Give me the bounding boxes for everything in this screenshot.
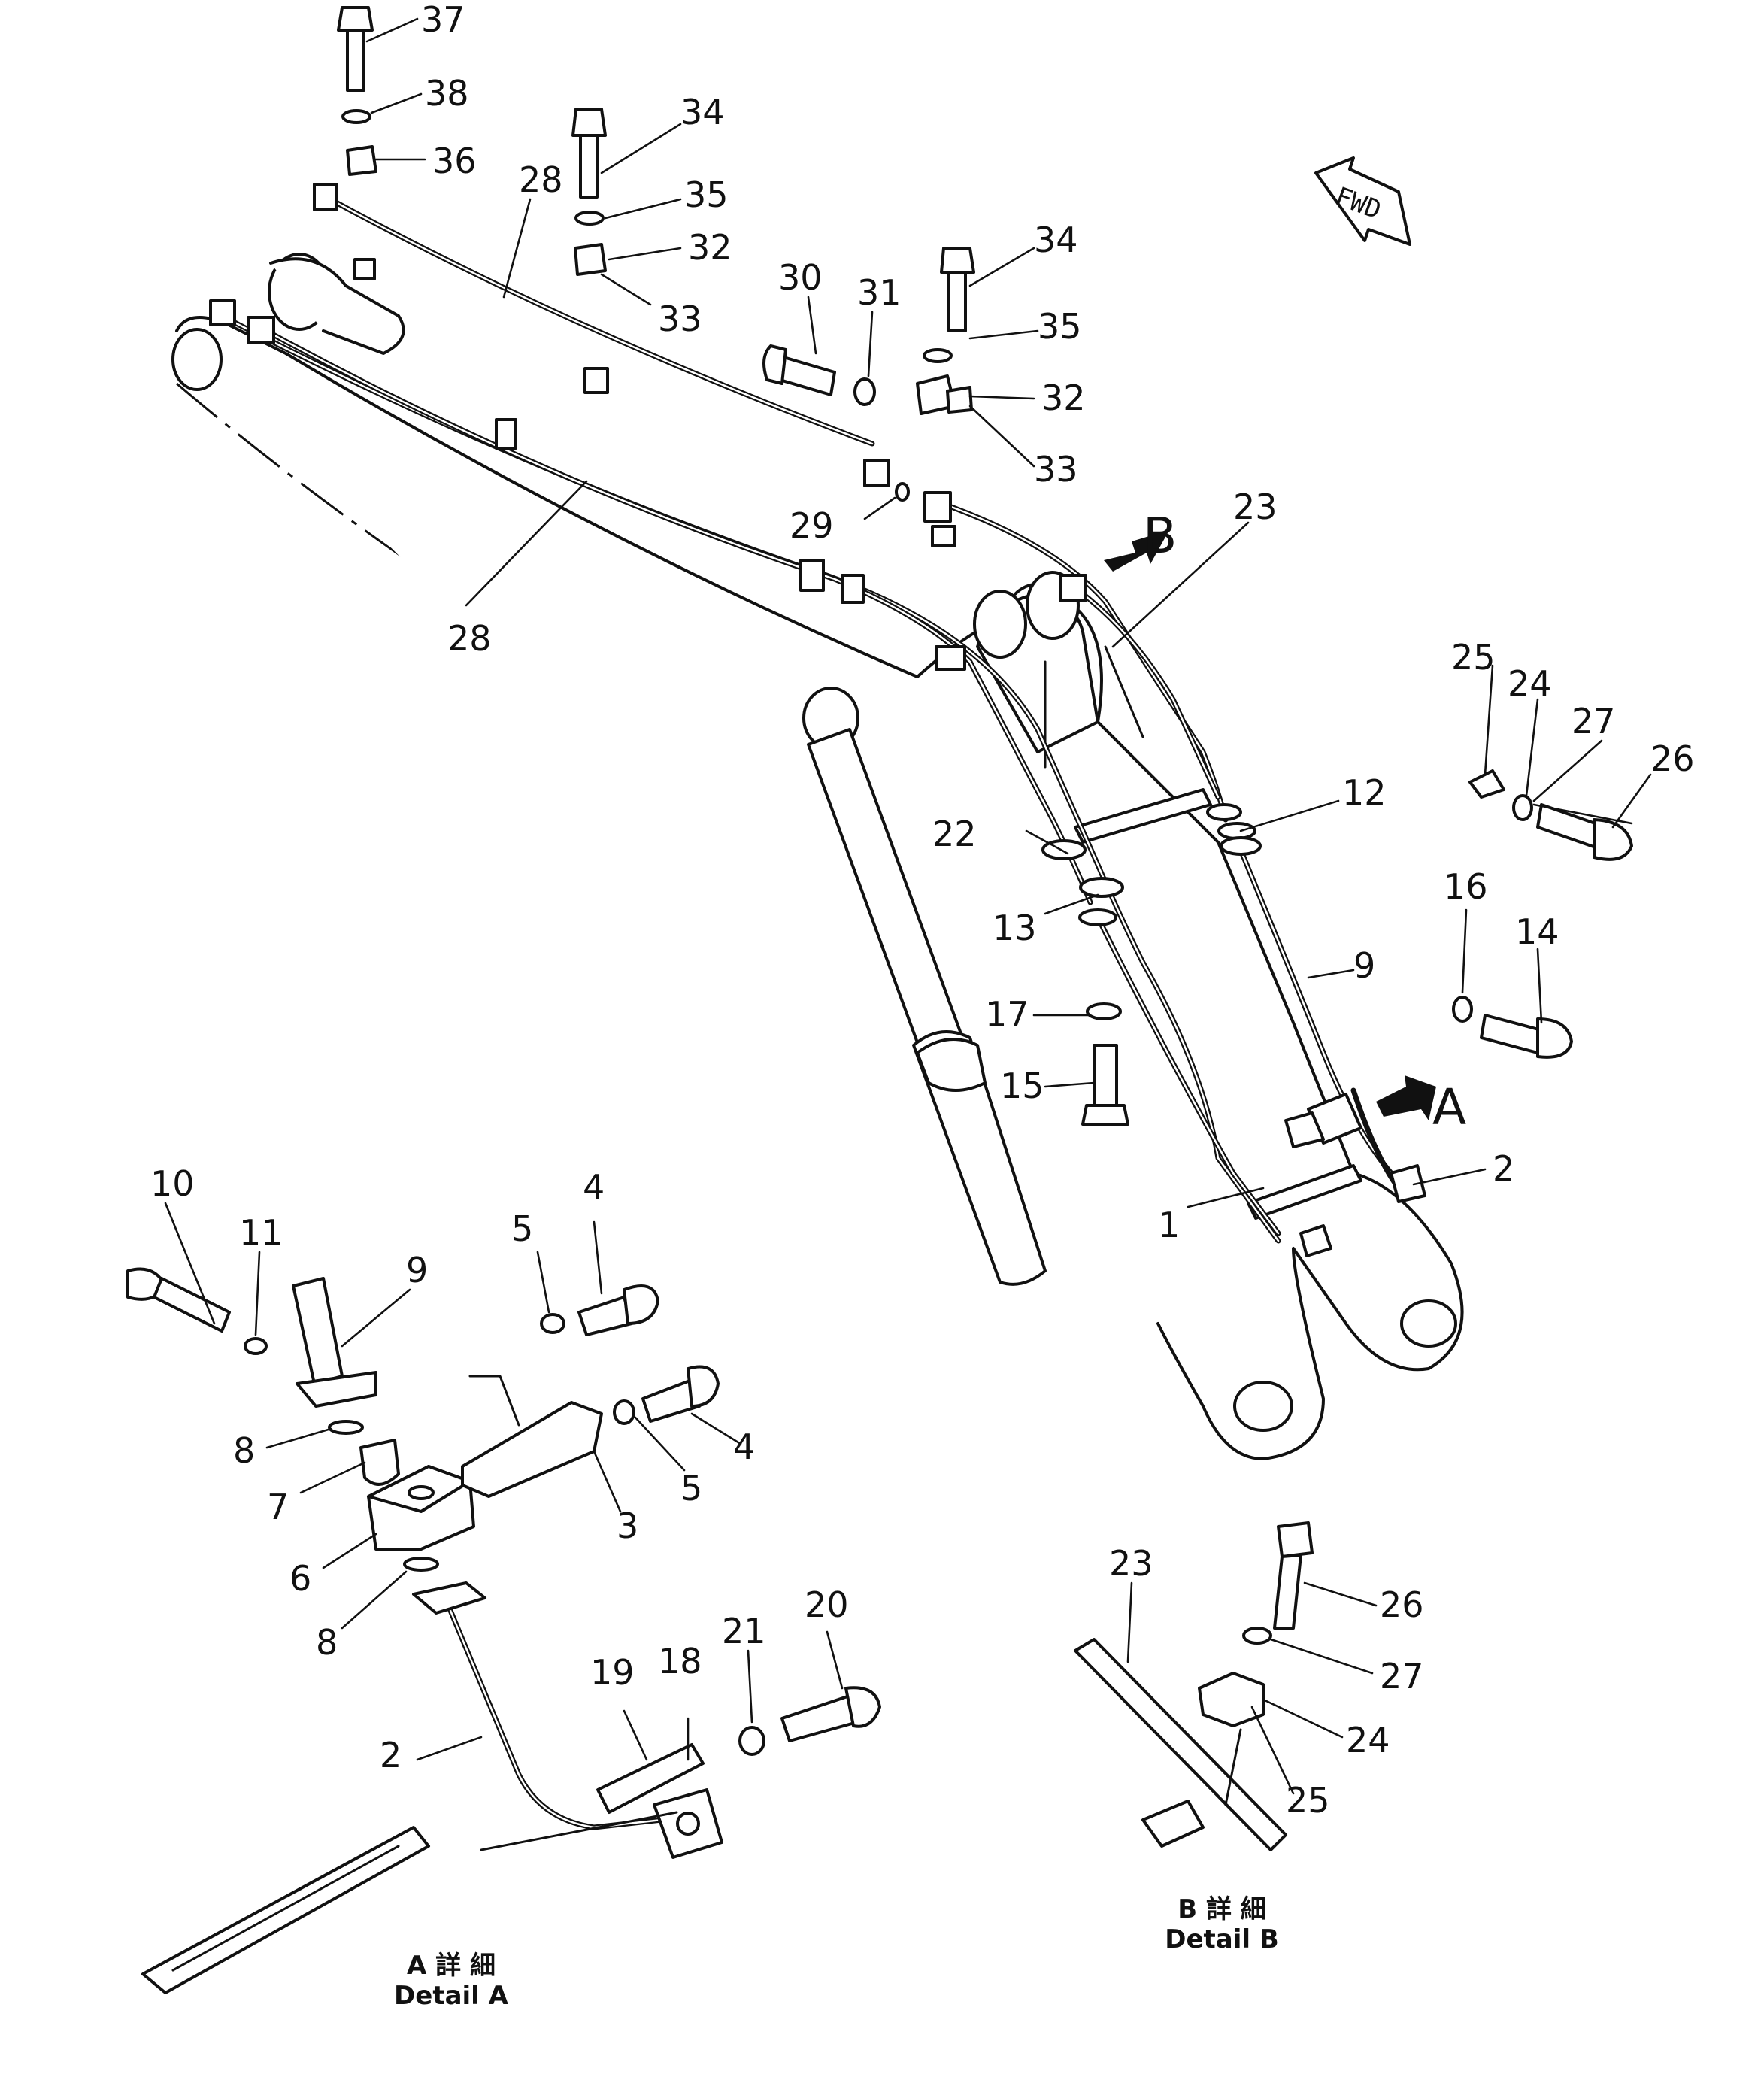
callout-17: 17	[985, 994, 1029, 1035]
detail-b-callout-26: 26	[1380, 1584, 1424, 1625]
detail-a-callout-5b: 5	[680, 1468, 702, 1508]
callout-37: 37	[421, 0, 465, 40]
callout-22: 22	[932, 814, 977, 854]
detail-a-callout-2: 2	[380, 1735, 402, 1775]
callout-29: 29	[790, 505, 834, 546]
callout-35b: 35	[1038, 306, 1082, 347]
callout-2: 2	[1493, 1148, 1514, 1189]
callout-32a: 32	[688, 227, 732, 268]
detail-a-callout-8b: 8	[316, 1622, 338, 1663]
detail-a-callout-4b: 4	[733, 1427, 755, 1467]
boom	[171, 253, 1464, 1460]
fwd-direction-arrow: FWD	[1314, 156, 1411, 246]
callout-12: 12	[1342, 772, 1387, 813]
callout-13: 13	[993, 908, 1037, 948]
detail-b-en: Detail B	[1165, 1924, 1279, 1954]
boom-hardware	[337, 6, 1633, 1257]
callout-28a: 28	[519, 159, 563, 200]
detail-a-callout-18: 18	[658, 1641, 702, 1681]
view-arrow-a-label: A	[1432, 1078, 1466, 1136]
detail-a-callout-5a: 5	[511, 1208, 533, 1249]
leader-lines	[164, 17, 1652, 1795]
detail-a-callout-6: 6	[289, 1558, 311, 1599]
callout-28b: 28	[447, 618, 492, 659]
callout-14: 14	[1515, 911, 1559, 952]
detail-a-callout-9: 9	[406, 1250, 428, 1290]
detail-b-callout-24: 24	[1346, 1720, 1390, 1760]
detail-a-callout-8a: 8	[233, 1430, 255, 1471]
callout-24: 24	[1508, 663, 1552, 704]
detail-b: B 詳 細 Detail B	[1074, 1521, 1314, 1954]
callout-9: 9	[1353, 945, 1375, 986]
detail-a-en: Detail A	[394, 1981, 509, 2011]
callout-16: 16	[1444, 866, 1488, 907]
detail-a-callout-19: 19	[590, 1652, 635, 1693]
callout-31: 31	[857, 272, 902, 313]
detail-a: A 詳 細 Detail A	[126, 1267, 881, 2011]
callout-34b: 34	[1034, 220, 1078, 260]
callout-23: 23	[1233, 487, 1278, 527]
detail-b-jp: B 詳 細	[1178, 1894, 1266, 1924]
callout-35a: 35	[684, 174, 729, 215]
view-arrow-b: B	[1104, 507, 1177, 572]
callout-38: 38	[425, 73, 469, 114]
detail-a-jp: A 詳 細	[407, 1951, 496, 1981]
callout-36: 36	[432, 141, 477, 181]
detail-a-callout-11: 11	[239, 1212, 283, 1253]
detail-a-callout-7: 7	[267, 1487, 289, 1527]
callout-34a: 34	[680, 92, 725, 132]
detail-a-callout-3: 3	[617, 1505, 638, 1546]
detail-a-callout-21: 21	[722, 1611, 766, 1651]
callout-30: 30	[778, 257, 823, 298]
callout-26: 26	[1650, 738, 1695, 779]
callout-27: 27	[1572, 701, 1616, 741]
callout-15: 15	[1000, 1066, 1044, 1106]
callout-33b: 33	[1034, 449, 1078, 490]
detail-a-callout-20: 20	[805, 1584, 849, 1625]
callout-33a: 33	[658, 299, 702, 339]
callout-25: 25	[1451, 637, 1496, 678]
view-arrow-a: A	[1376, 1075, 1466, 1136]
boom-cylinder	[802, 687, 1047, 1286]
callout-numbers: 37 38 36 28 34 35 32 33 30 31 34 35 32 3…	[150, 0, 1695, 1821]
view-arrow-b-label: B	[1143, 507, 1177, 565]
callout-32b: 32	[1041, 377, 1086, 418]
boom-lines	[209, 183, 1402, 1244]
detail-b-callout-23: 23	[1109, 1543, 1153, 1584]
callout-1: 1	[1158, 1205, 1180, 1245]
detail-b-callout-27: 27	[1380, 1656, 1424, 1696]
detail-a-callout-10: 10	[150, 1163, 195, 1204]
detail-a-callout-4a: 4	[583, 1167, 605, 1208]
detail-b-callout-25: 25	[1286, 1780, 1330, 1821]
